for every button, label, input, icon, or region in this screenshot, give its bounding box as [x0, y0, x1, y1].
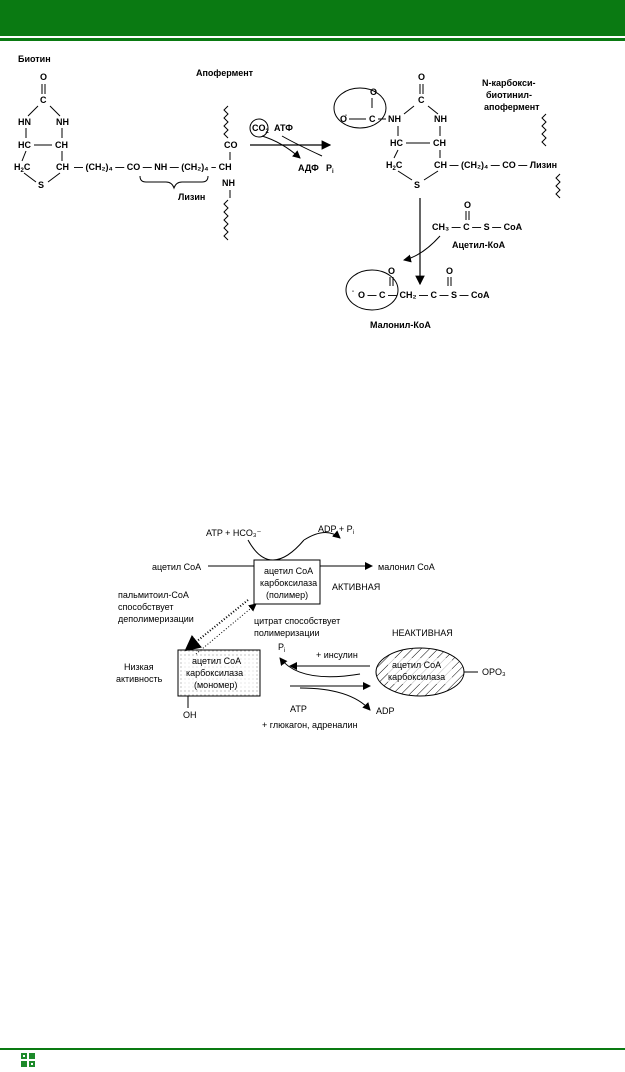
svg-text:HC: HC	[18, 140, 31, 150]
acc-regulation-diagram: ATP + HCO₃⁻ ADP + Pi ацетил CoA малонил …	[116, 524, 506, 730]
inactive-label: НЕАКТИВНАЯ	[392, 628, 453, 638]
palmitoyl-text-1: пальмитоил-CoA	[118, 590, 189, 600]
biotin-label: Биотин	[18, 54, 51, 64]
header-bar	[0, 0, 625, 36]
malonyl-coa-product: малонил CoA	[378, 562, 435, 572]
biotin-ring: O C HN NH HC CH H2C S	[14, 72, 69, 190]
svg-text:(полимер): (полимер)	[266, 590, 308, 600]
svg-text:ацетил CoA: ацетил CoA	[264, 566, 313, 576]
citrate-text-1: цитрат способствует	[254, 616, 340, 626]
svg-text:H2C: H2C	[386, 160, 403, 172]
active-polymer-box	[253, 559, 321, 605]
svg-text:O: O	[464, 200, 471, 210]
svg-text:NH: NH	[222, 178, 235, 188]
svg-text:H2C: H2C	[14, 162, 31, 174]
svg-text:CH: CH	[433, 138, 446, 148]
svg-text:O: O	[340, 114, 347, 124]
footer-rule	[0, 1048, 625, 1050]
product-label-2: биотинил-	[486, 90, 532, 100]
oh-label: OH	[183, 710, 197, 720]
pi-label-2: Pi	[278, 642, 285, 654]
header-rule	[0, 38, 625, 41]
biotin-carboxylation-diagram: Биотин Апофермент N-карбокси- биотинил- …	[14, 54, 561, 330]
svg-text:ацетил CoA: ацетил CoA	[192, 656, 241, 666]
svg-text:карбоксилаза: карбоксилаза	[186, 668, 243, 678]
svg-text:HC: HC	[390, 138, 403, 148]
svg-text:карбоксилаза: карбоксилаза	[260, 578, 317, 588]
svg-text:ацетил CoA: ацетил CoA	[392, 660, 441, 670]
svg-text:O: O	[40, 72, 47, 82]
pi-label: Pi	[326, 163, 334, 175]
glucagon-label: + глюкагон, адреналин	[262, 720, 358, 730]
adp-label-2: ADP	[376, 706, 395, 716]
adp-label: АДФ	[298, 163, 319, 173]
product-label-3: апофермент	[484, 102, 540, 112]
svg-text:-: -	[352, 289, 354, 295]
app-logo-icon	[21, 1053, 35, 1067]
palmitoyl-text-2: способствует	[118, 602, 173, 612]
malonyl-coa-formula: O — C — CH₂ — C — S — CoA	[358, 290, 490, 300]
svg-text:S: S	[38, 180, 44, 190]
acetyl-coa-label: Ацетил-КоА	[452, 240, 506, 250]
svg-text:C: C	[418, 95, 425, 105]
apoenzyme-label: Апофермент	[196, 68, 254, 78]
atp-label: АТФ	[274, 123, 293, 133]
svg-text:карбоксилаза: карбоксилаза	[388, 672, 445, 682]
svg-text:S: S	[414, 180, 420, 190]
adp-pi-label: ADP + Pi	[318, 524, 354, 536]
opo3-label: OPO₃	[482, 667, 506, 677]
low-activity-1: Низкая	[124, 662, 154, 672]
svg-text:NH: NH	[434, 114, 447, 124]
palmitoyl-text-3: деполимеризации	[118, 614, 194, 624]
svg-text:O: O	[418, 72, 425, 82]
svg-text:C: C	[369, 114, 376, 124]
svg-text:O: O	[388, 266, 395, 276]
lysine-label: Лизин	[178, 192, 205, 202]
carboxybiotin-ring: O O - C O C NH NH HC CH H2C S	[333, 72, 447, 190]
carboxyl-circle	[345, 269, 399, 311]
svg-text:C: C	[40, 95, 47, 105]
svg-text:NH: NH	[56, 117, 69, 127]
biotin-chain: CH — (CH₂)₄ — CO — NH — (CH₂)₄ – CH	[56, 162, 232, 172]
product-label-1: N-карбокси-	[482, 78, 535, 88]
malonyl-coa-label: Малонил-КоА	[370, 320, 431, 330]
co2-label: CO2	[252, 123, 270, 135]
acetyl-coa-substrate: ацетил CoA	[152, 562, 201, 572]
svg-text:O: O	[370, 87, 377, 97]
svg-text:CO: CO	[224, 140, 238, 150]
svg-text:CH: CH	[55, 140, 68, 150]
svg-text:(мономер): (мономер)	[194, 680, 237, 690]
low-activity-2: активность	[116, 674, 163, 684]
svg-text:NH: NH	[388, 114, 401, 124]
atp-hco3-label: ATP + HCO₃⁻	[206, 528, 262, 538]
co2-circle	[249, 118, 269, 138]
citrate-text-2: полимеризации	[254, 628, 320, 638]
product-chain: CH — (CH₂)₄ — CO — Лизин	[434, 160, 557, 170]
active-label: АКТИВНАЯ	[332, 582, 380, 592]
insulin-label: + инсулин	[316, 650, 358, 660]
atp-label-2: ATP	[290, 704, 307, 714]
svg-text:-: -	[345, 113, 347, 119]
svg-text:HN: HN	[18, 117, 31, 127]
svg-text:O: O	[446, 266, 453, 276]
acetyl-coa-formula: CH₃ — C — S — CoA	[432, 222, 523, 232]
